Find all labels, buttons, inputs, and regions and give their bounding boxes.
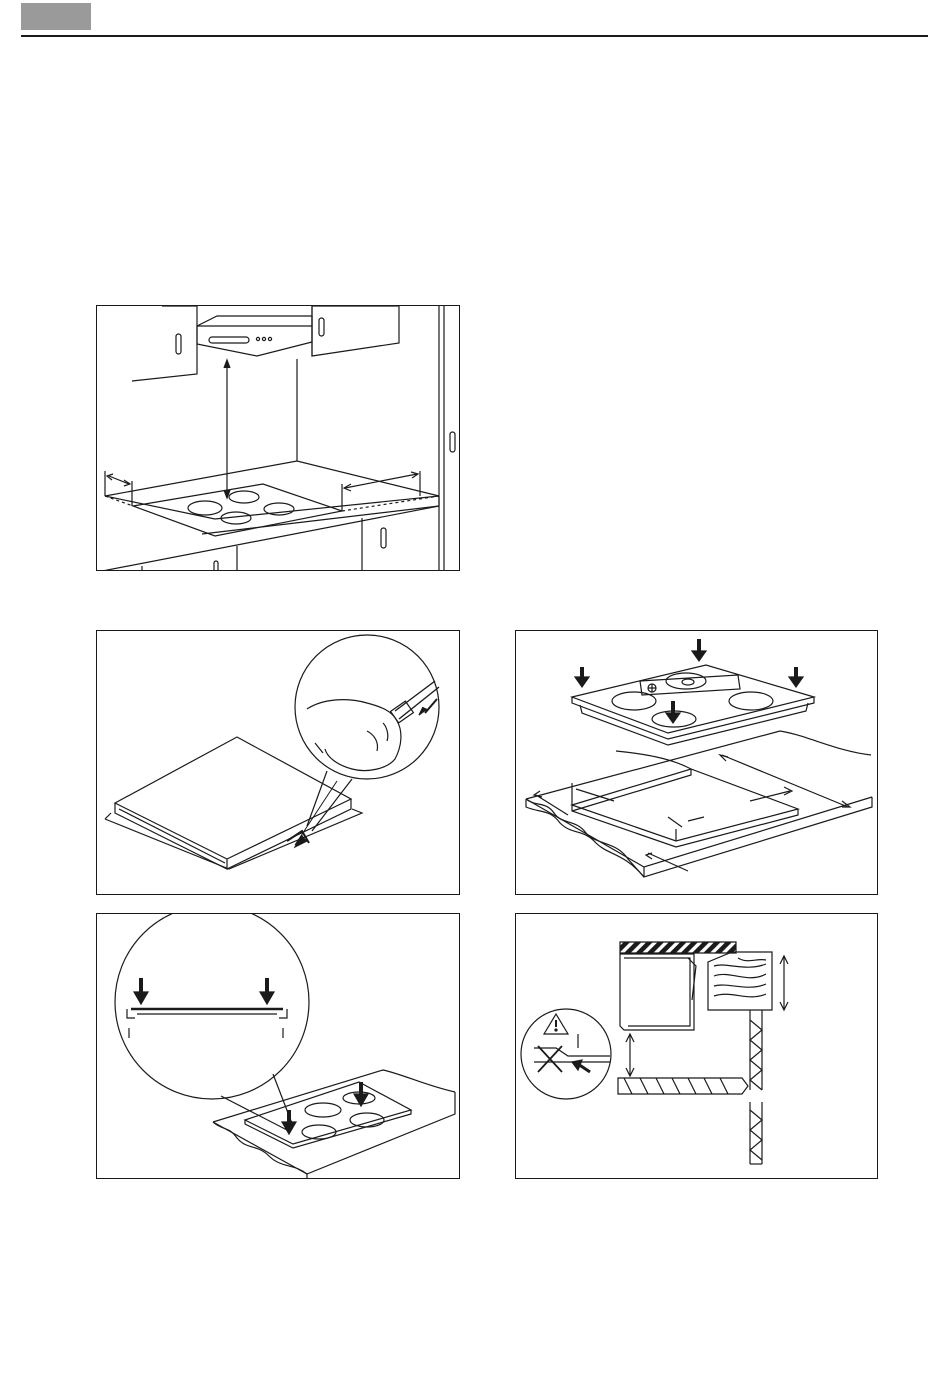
detail-magnifier-icon	[115, 914, 309, 1099]
cabinet-handle-icon	[176, 334, 181, 354]
cross-icon	[538, 1046, 562, 1072]
fig-side-section	[515, 913, 878, 1179]
hob-underside-icon	[115, 737, 351, 859]
section-tab	[21, 3, 91, 30]
cooker-hood-icon	[197, 326, 312, 356]
detail-magnifier-icon	[295, 635, 439, 779]
hob-icon	[245, 1082, 411, 1144]
hand-icon	[307, 700, 401, 771]
fig-cabinet-clearances	[96, 305, 460, 571]
fig-press-down	[96, 913, 460, 1179]
fig-cutout-dimensions	[515, 630, 878, 895]
fig-seal-application	[96, 630, 460, 895]
side-section-drawing	[516, 914, 878, 1179]
cabinet-clearances-drawing	[97, 306, 460, 571]
seal-application-drawing	[97, 631, 460, 895]
cutout-dimensions-drawing	[516, 631, 878, 895]
wood-hatching-icon	[708, 952, 772, 1010]
header-rule	[21, 35, 928, 37]
press-down-drawing	[97, 914, 460, 1179]
